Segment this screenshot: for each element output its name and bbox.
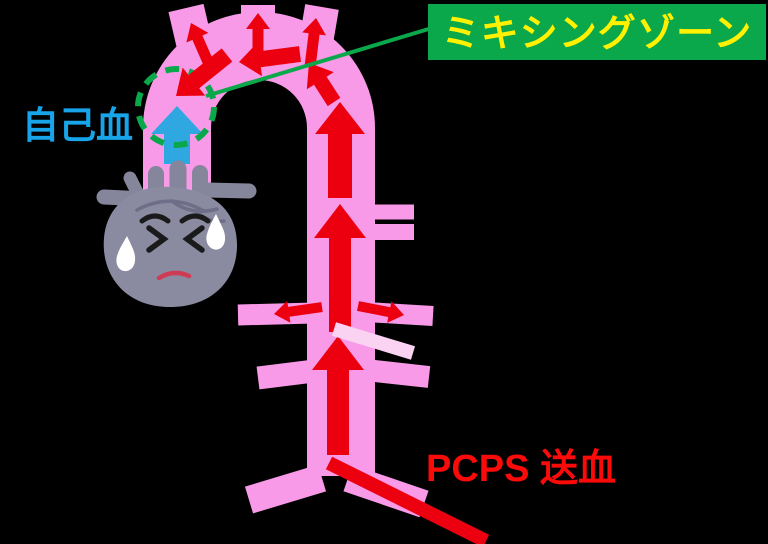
right-eyebrow (179, 213, 211, 224)
sad-mouth (156, 270, 192, 281)
flow-arrow-branch-1 (186, 23, 213, 65)
flow-arrow-branch-3 (302, 18, 326, 68)
pale-branch-vessel (331, 322, 416, 360)
flow-arrow-arch-right (306, 63, 341, 107)
own-blood-arrow (151, 106, 203, 164)
mixing-zone-label: ミキシングゾーン (442, 13, 752, 55)
own-blood-label: 自己血 (22, 105, 133, 146)
coronary-line-1 (135, 199, 206, 213)
sweat-drop-left (116, 236, 136, 272)
flow-arrow-lateral-right (357, 301, 404, 323)
left-eyebrow (139, 213, 171, 224)
flow-arrow-lateral-left (274, 300, 323, 323)
heart-face (139, 213, 211, 253)
mixing-zone-dashed-circle (135, 66, 217, 148)
mixing-zone-leader-line (205, 26, 433, 98)
lower-branch-left (256, 359, 316, 390)
coronary-line-2 (170, 199, 219, 213)
flow-arrow-branch-2 (246, 13, 270, 64)
left-closed-eye (146, 225, 169, 253)
left-iliac-artery (244, 464, 327, 514)
sweat-drops (116, 214, 226, 272)
pcps-feed-label: PCPS 送血 (426, 448, 616, 490)
flow-arrow-into-mixing-zone (176, 48, 233, 96)
pcps-flow-arrows (176, 13, 404, 455)
heart-vessel-right (199, 182, 257, 199)
sad-heart-illustration (96, 160, 257, 308)
pcps-cannula-line (325, 456, 490, 544)
lower-branch-right (364, 359, 431, 388)
flow-arrow-descending-lower (312, 336, 364, 455)
sweat-drop-right (206, 214, 226, 250)
right-closed-eye (182, 225, 205, 253)
flow-arrow-descending-mid (314, 204, 366, 332)
flow-arrow-descending-upper (315, 102, 365, 198)
mixing-zone-label-box (428, 4, 766, 60)
